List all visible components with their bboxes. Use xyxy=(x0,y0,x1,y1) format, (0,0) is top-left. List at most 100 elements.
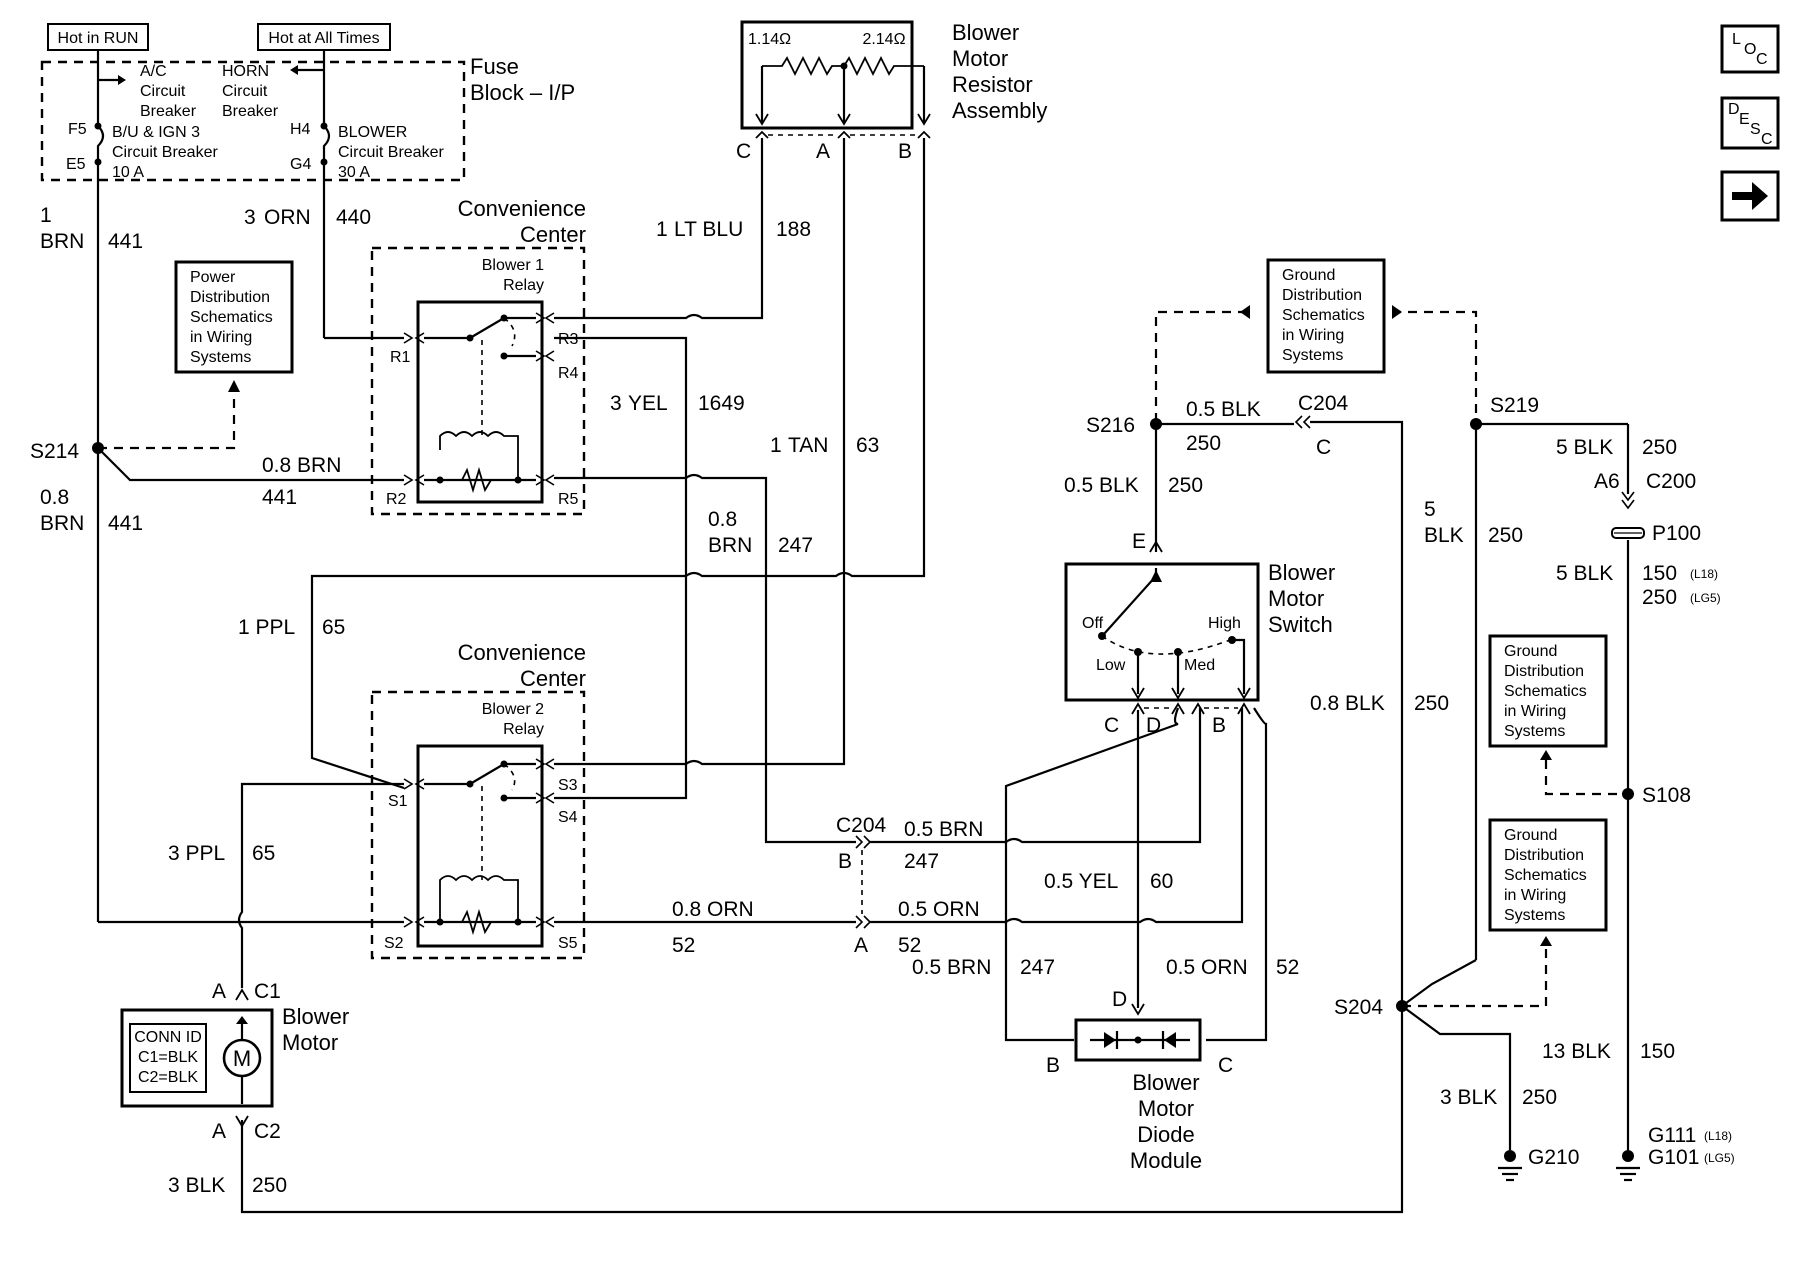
svg-text:Systems: Systems xyxy=(1282,347,1343,364)
svg-text:Blower: Blower xyxy=(282,1004,349,1029)
next-arrow-icon[interactable] xyxy=(1720,170,1780,222)
svg-text:Fuse: Fuse xyxy=(470,54,519,79)
svg-text:0.5 BRN: 0.5 BRN xyxy=(904,818,983,841)
svg-text:0.5 ORN: 0.5 ORN xyxy=(1166,956,1248,979)
svg-text:L: L xyxy=(1732,31,1741,48)
wire-labels: 1 BRN 441 3 ORN 440 1 LT BLU 188 3 YEL 1… xyxy=(40,204,1721,1197)
svg-text:Circuit: Circuit xyxy=(140,83,186,100)
svg-text:G101: G101 xyxy=(1648,1146,1699,1169)
svg-text:B: B xyxy=(1046,1054,1060,1077)
blower-motor-diode-module: D B C Blower Motor Diode Module xyxy=(1046,988,1233,1173)
svg-text:LT BLU: LT BLU xyxy=(674,218,743,241)
svg-text:Convenience: Convenience xyxy=(458,196,586,221)
svg-text:150: 150 xyxy=(1640,1040,1675,1063)
svg-text:1: 1 xyxy=(656,218,668,241)
convenience-center-2: Convenience Center Blower 2 Relay S1 S2 … xyxy=(370,640,586,960)
svg-text:in Wiring: in Wiring xyxy=(1504,703,1566,720)
svg-text:Ground: Ground xyxy=(1282,267,1335,284)
svg-text:C2=BLK: C2=BLK xyxy=(138,1069,198,1086)
svg-text:Circuit: Circuit xyxy=(222,83,268,100)
svg-text:247: 247 xyxy=(904,850,939,873)
svg-text:S214: S214 xyxy=(30,440,79,463)
svg-text:441: 441 xyxy=(108,512,143,535)
svg-text:5 BLK: 5 BLK xyxy=(1556,436,1613,459)
svg-text:Blower: Blower xyxy=(1132,1070,1199,1095)
svg-text:D: D xyxy=(1728,101,1740,118)
svg-text:B: B xyxy=(838,850,852,873)
hot-in-run-label: Hot in RUN xyxy=(47,23,149,51)
svg-text:Schematics: Schematics xyxy=(1504,683,1587,700)
svg-text:Power: Power xyxy=(190,269,236,286)
svg-text:Center: Center xyxy=(520,666,586,691)
svg-text:Diode: Diode xyxy=(1137,1122,1194,1147)
svg-text:3 BLK: 3 BLK xyxy=(168,1174,225,1197)
svg-text:C: C xyxy=(736,140,751,163)
svg-text:2.14Ω: 2.14Ω xyxy=(862,31,905,48)
svg-text:E: E xyxy=(1739,111,1750,128)
svg-text:D: D xyxy=(1146,714,1161,737)
svg-text:C: C xyxy=(1756,51,1768,68)
svg-text:F5: F5 xyxy=(68,121,87,138)
svg-text:P100: P100 xyxy=(1652,522,1701,545)
svg-text:Systems: Systems xyxy=(1504,907,1565,924)
svg-text:R3: R3 xyxy=(558,331,579,348)
svg-text:Breaker: Breaker xyxy=(222,103,279,120)
svg-text:440: 440 xyxy=(336,206,371,229)
svg-text:(LG5): (LG5) xyxy=(1704,1151,1735,1165)
loc-icon[interactable]: L O C xyxy=(1720,24,1780,74)
svg-text:3 BLK: 3 BLK xyxy=(1440,1086,1497,1109)
svg-text:A6: A6 xyxy=(1594,470,1620,493)
svg-text:60: 60 xyxy=(1150,870,1173,893)
svg-text:Systems: Systems xyxy=(1504,723,1565,740)
svg-text:441: 441 xyxy=(262,486,297,509)
svg-text:0.8: 0.8 xyxy=(40,486,69,509)
svg-text:S: S xyxy=(1750,121,1761,138)
svg-text:250: 250 xyxy=(1186,432,1221,455)
svg-text:HORN: HORN xyxy=(222,63,269,80)
svg-text:B: B xyxy=(898,140,912,163)
convenience-center-1: Convenience Center Blower 1 Relay R1 R2 … xyxy=(370,196,586,516)
svg-text:S2: S2 xyxy=(384,935,404,952)
svg-text:Distribution: Distribution xyxy=(190,289,270,306)
svg-text:1.14Ω: 1.14Ω xyxy=(748,31,791,48)
hot-at-all-times-label: Hot at All Times xyxy=(257,23,391,51)
svg-text:C204: C204 xyxy=(1298,392,1349,415)
power-distribution-ref[interactable]: Power Distribution Schematics in Wiring … xyxy=(174,260,294,374)
svg-text:TAN: TAN xyxy=(788,434,828,457)
svg-text:Hot in RUN: Hot in RUN xyxy=(58,30,139,47)
svg-text:250: 250 xyxy=(1414,692,1449,715)
svg-text:S204: S204 xyxy=(1334,996,1383,1019)
svg-text:C200: C200 xyxy=(1646,470,1696,493)
svg-text:C: C xyxy=(1218,1054,1233,1077)
blower-motor: CONN ID C1=BLK C2=BLK M Blower Motor xyxy=(120,988,349,1128)
svg-text:C: C xyxy=(1104,714,1119,737)
ground-distribution-ref-mid[interactable]: Ground Distribution Schematics in Wiring… xyxy=(1488,634,1608,760)
svg-text:250: 250 xyxy=(1642,436,1677,459)
svg-text:0.5 BRN: 0.5 BRN xyxy=(912,956,991,979)
svg-text:M: M xyxy=(233,1046,251,1071)
svg-text:O: O xyxy=(1744,41,1756,58)
svg-text:0.8 BRN: 0.8 BRN xyxy=(262,454,341,477)
svg-text:A: A xyxy=(212,1120,226,1143)
svg-text:R5: R5 xyxy=(558,491,579,508)
svg-text:Systems: Systems xyxy=(190,349,251,366)
svg-text:52: 52 xyxy=(898,934,921,957)
svg-text:441: 441 xyxy=(108,230,143,253)
svg-text:0.8 BLK: 0.8 BLK xyxy=(1310,692,1385,715)
svg-text:150: 150 xyxy=(1642,562,1677,585)
grounds: G210 G111 (L18) G101 (LG5) xyxy=(1498,1124,1735,1182)
svg-text:250: 250 xyxy=(1168,474,1203,497)
svg-text:C: C xyxy=(1316,436,1331,459)
svg-text:0.5 YEL: 0.5 YEL xyxy=(1044,870,1118,893)
svg-text:G210: G210 xyxy=(1528,1146,1579,1169)
svg-text:Breaker: Breaker xyxy=(140,103,197,120)
svg-text:Schematics: Schematics xyxy=(190,309,273,326)
ground-distribution-ref-low[interactable]: Ground Distribution Schematics in Wiring… xyxy=(1488,818,1608,946)
ground-distribution-ref-top[interactable]: Ground Distribution Schematics in Wiring… xyxy=(1266,258,1386,374)
desc-icon[interactable]: D E S C xyxy=(1720,96,1780,150)
svg-text:188: 188 xyxy=(776,218,811,241)
svg-text:3 PPL: 3 PPL xyxy=(168,842,225,865)
svg-text:0.5 BLK: 0.5 BLK xyxy=(1186,398,1261,421)
connector-markers: C204 B A C204 C A6 C200 P100 A C1 A C2 xyxy=(212,392,1701,1143)
